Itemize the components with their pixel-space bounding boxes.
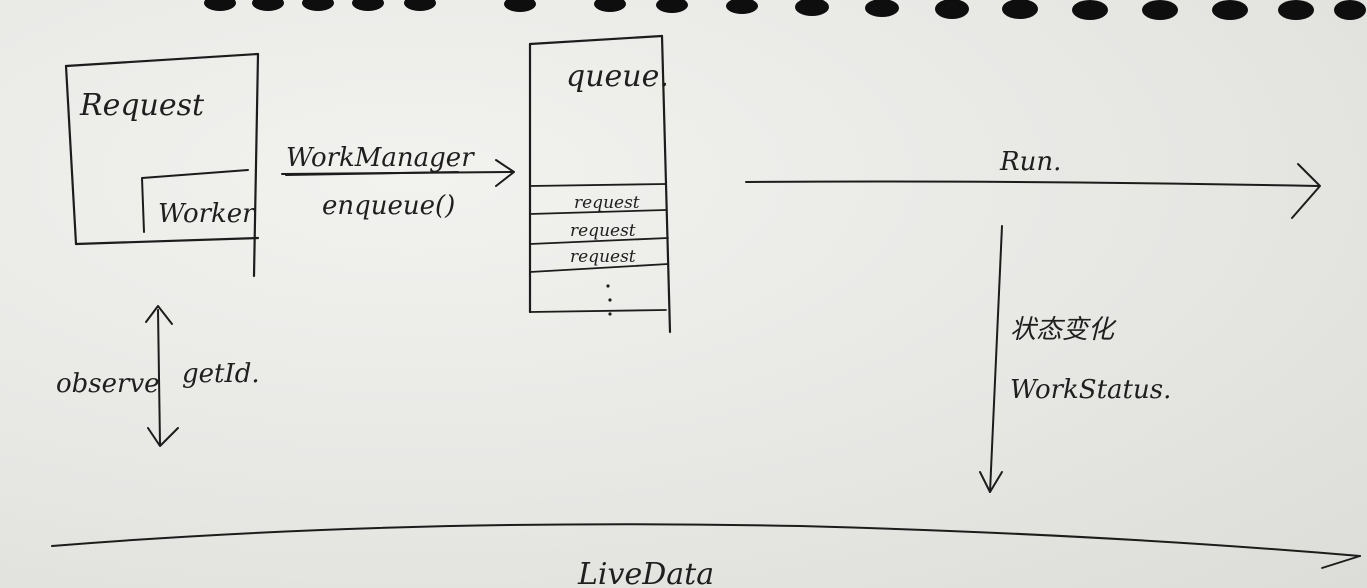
status-change-cn-label: 状态变化 xyxy=(1010,315,1117,345)
enqueue-arrow: WorkManager enqueue() xyxy=(281,143,515,221)
run-arrow: Run. xyxy=(745,147,1321,219)
queue-box: queue. request request request xyxy=(528,34,672,334)
queue-item-2: request xyxy=(570,221,636,241)
queue-item-1: request xyxy=(574,193,640,213)
queue-title: queue. xyxy=(566,59,669,94)
request-box: Request Worker xyxy=(64,52,260,278)
notebook-binding xyxy=(204,0,1366,20)
workstatus-label: WorkStatus. xyxy=(1010,375,1171,405)
worker-label: Worker xyxy=(158,199,256,229)
worker-box xyxy=(141,169,249,233)
enqueue-bottom-label: enqueue() xyxy=(322,191,455,221)
livedata-label: LiveData xyxy=(577,557,714,588)
enqueue-top-label: WorkManager xyxy=(286,143,475,173)
request-box-title: Request xyxy=(79,88,205,123)
livedata-line: LiveData xyxy=(51,523,1361,588)
observe-arrow: observe getId. xyxy=(56,305,260,447)
queue-item-3: request xyxy=(570,247,636,267)
run-label: Run. xyxy=(999,147,1061,177)
status-change-arrow: 状态变化 WorkStatus. xyxy=(979,225,1171,493)
observe-label: observe xyxy=(56,369,160,399)
getid-label: getId. xyxy=(182,359,260,389)
